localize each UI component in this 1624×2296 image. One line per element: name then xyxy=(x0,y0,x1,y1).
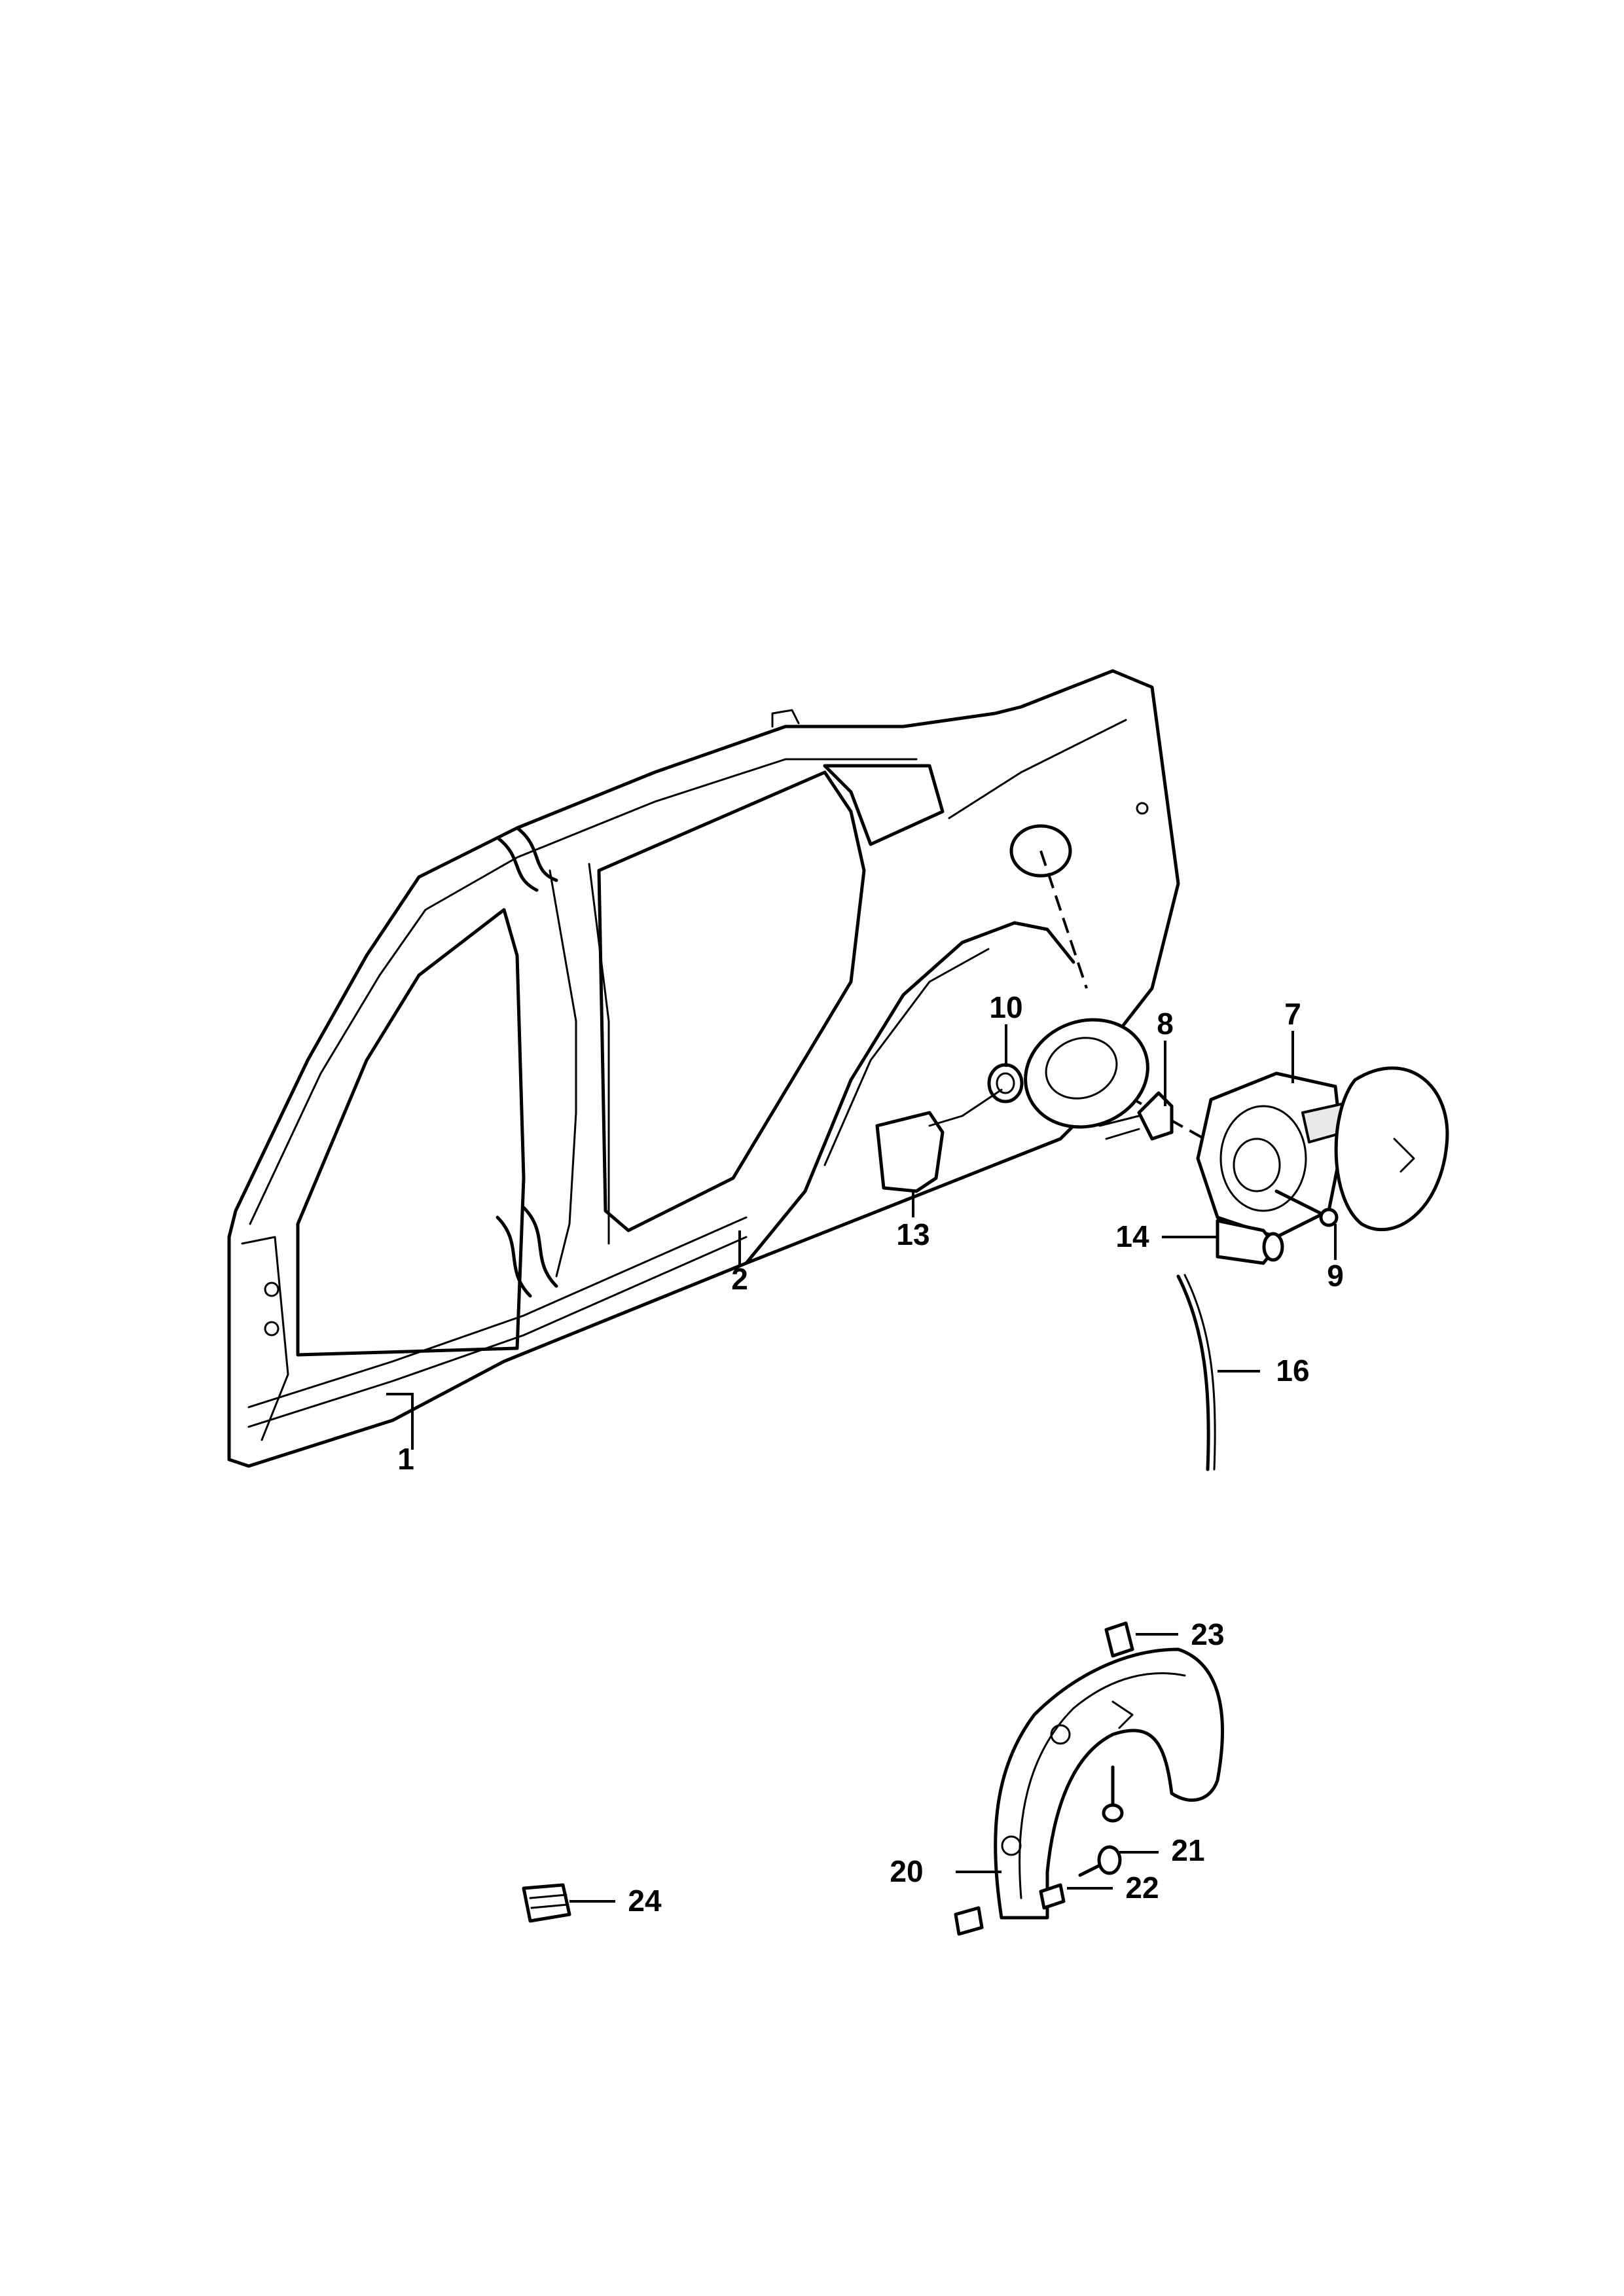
lock-cylinder-part xyxy=(1216,1219,1284,1265)
callout-1: 1 xyxy=(397,1442,414,1476)
top-clip-part xyxy=(1104,1621,1134,1658)
small-bracket-part xyxy=(522,1883,571,1923)
wheel-arch-liner xyxy=(994,1647,1224,1920)
callout-23: 23 xyxy=(1191,1617,1224,1651)
callout-24: 24 xyxy=(628,1884,662,1918)
callout-20: 20 xyxy=(890,1854,923,1888)
fuel-filler-ring xyxy=(1024,1018,1149,1129)
callout-16: 16 xyxy=(1276,1354,1309,1388)
callout-22: 22 xyxy=(1125,1871,1159,1905)
clip-part xyxy=(1039,1883,1066,1910)
grommet-part xyxy=(987,1063,1024,1103)
callout-labels: 1 2 7 8 9 10 13 14 16 20 21 22 23 24 xyxy=(397,990,1344,1918)
actuator-part xyxy=(875,1088,1003,1193)
callout-8: 8 xyxy=(1157,1007,1174,1041)
callout-9: 9 xyxy=(1327,1259,1344,1293)
callout-7: 7 xyxy=(1284,997,1301,1031)
callout-10: 10 xyxy=(989,990,1022,1024)
callout-13: 13 xyxy=(896,1217,929,1251)
liner-screw-part xyxy=(1078,1765,1124,1877)
screw-part xyxy=(1274,1189,1339,1227)
assembly-line xyxy=(1039,850,1088,989)
seal-strip-part xyxy=(1183,1274,1216,1471)
seal-strip-part xyxy=(1176,1274,1210,1471)
bottom-clip-part xyxy=(954,1906,984,1936)
callout-21: 21 xyxy=(1171,1833,1204,1867)
side-body-panel xyxy=(227,669,1180,1468)
leader-lines xyxy=(386,1024,1337,1903)
bracket-part xyxy=(1098,1091,1174,1141)
callout-2: 2 xyxy=(731,1262,748,1296)
fuel-door-housing xyxy=(1196,1066,1449,1239)
callout-14: 14 xyxy=(1115,1219,1149,1253)
